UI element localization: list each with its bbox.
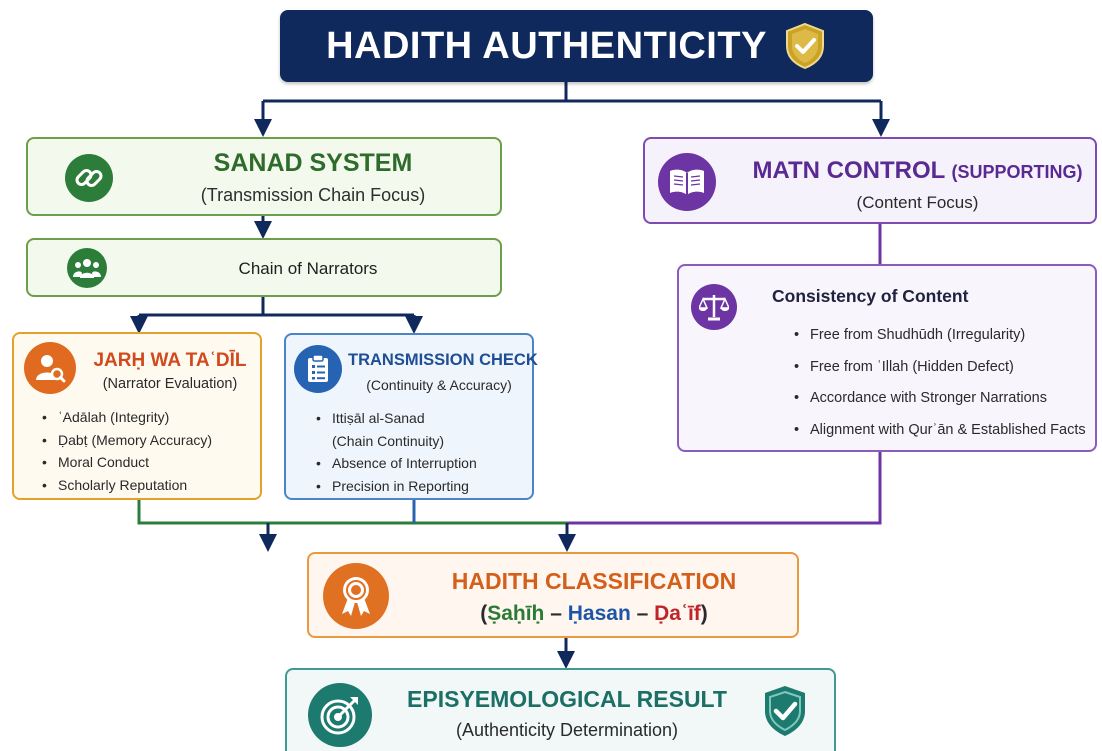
sanad-title: SANAD SYSTEM [213, 149, 413, 177]
hadith-classification-box: HADITH CLASSIFICATION (Ṣaḥīḥ – Ḥasan – Ḍ… [307, 552, 799, 638]
connector-title-split [254, 82, 890, 137]
consistency-box: Consistency of Content Free from Shudhūd… [677, 264, 1097, 452]
balance-scale-icon [691, 284, 737, 330]
grades-separator: – [544, 602, 568, 625]
shield-check-icon [785, 22, 824, 70]
matn-title: MATN CONTROL (SUPPORTING) [740, 157, 1095, 185]
person-search-icon [24, 342, 76, 394]
grade-daif: Ḍaʿīf [654, 602, 701, 625]
jarh-wa-tadil-box: JARḤ WA TAʿDĪL (Narrator Evaluation) ʿAd… [12, 332, 262, 500]
chain-of-narrators-box: Chain of Narrators [26, 238, 502, 297]
connector-merge [137, 452, 882, 552]
jarh-subtitle: (Narrator Evaluation) [102, 376, 238, 392]
link-icon [65, 154, 113, 202]
chain-label: Chain of Narrators [238, 259, 378, 278]
list-item: Absence of Interruption [316, 452, 537, 475]
consistency-list: Free from Shudhūdh (Irregularity) Free f… [792, 320, 1102, 446]
grade-hasan: Ḥasan [567, 602, 631, 625]
transmission-check-box: TRANSMISSION CHECK (Continuity & Accurac… [284, 333, 538, 500]
jarh-title: JARḤ WA TAʿDĪL [93, 350, 247, 371]
open-book-icon [658, 153, 716, 211]
matn-control-box: MATN CONTROL (SUPPORTING) (Content Focus… [643, 137, 1097, 224]
epistemological-result-box: EPISYEMOLOGICAL RESULT (Authenticity Det… [285, 668, 836, 751]
sanad-system-box: SANAD SYSTEM (Transmission Chain Focus) [26, 137, 502, 216]
matn-subtitle: (Content Focus) [856, 193, 979, 212]
result-subtitle: (Authenticity Determination) [455, 720, 679, 740]
transmission-list: Ittiṣāl al-Sanad (Chain Continuity) Abse… [314, 407, 537, 497]
list-item-continuation: (Chain Continuity) [332, 432, 445, 449]
title-banner: HADITH AUTHENTICITY [280, 10, 873, 82]
list-item: Moral Conduct [42, 451, 273, 474]
jarh-list: ʿAdālah (Integrity) Ḍabṭ (Memory Accurac… [40, 406, 273, 496]
list-item: Alignment with Qurʾān & Established Fact… [794, 415, 1102, 447]
classification-grades: (Ṣaḥīḥ – Ḥasan – Ḍaʿīf) [404, 602, 784, 626]
connector-chain-split [130, 297, 423, 334]
grades-close: ) [700, 602, 708, 625]
matn-title-suffix: (SUPPORTING) [951, 162, 1083, 182]
classification-title: HADITH CLASSIFICATION [451, 568, 737, 594]
list-item: Ḍabṭ (Memory Accuracy) [42, 429, 273, 452]
list-item: Free from Shudhūdh (Irregularity) [794, 320, 1102, 352]
award-ribbon-icon [323, 563, 389, 629]
matn-title-main: MATN CONTROL [752, 157, 945, 184]
grade-sahih: Ṣaḥīḥ [487, 602, 545, 625]
list-item: Free from ʿIllah (Hidden Defect) [794, 352, 1102, 384]
people-group-icon [67, 248, 107, 288]
consistency-title: Consistency of Content [772, 286, 969, 306]
sanad-subtitle: (Transmission Chain Focus) [200, 185, 426, 205]
transmission-subtitle: (Continuity & Accuracy) [366, 377, 512, 393]
list-item: Ittiṣāl al-Sanad [316, 407, 537, 430]
transmission-title: TRANSMISSION CHECK [348, 351, 538, 369]
list-item: Accordance with Stronger Narrations [794, 383, 1102, 415]
list-item: Scholarly Reputation [42, 474, 273, 497]
list-item: Precision in Reporting [316, 475, 537, 498]
result-title: EPISYEMOLOGICAL RESULT [407, 686, 727, 712]
grades-separator: – [630, 602, 655, 625]
shield-check-icon [765, 686, 805, 736]
grades-open: ( [480, 602, 488, 625]
clipboard-checklist-icon [294, 345, 342, 393]
list-item: ʿAdālah (Integrity) [42, 406, 273, 429]
page-title: HADITH AUTHENTICITY [326, 24, 767, 67]
target-icon [308, 683, 372, 747]
